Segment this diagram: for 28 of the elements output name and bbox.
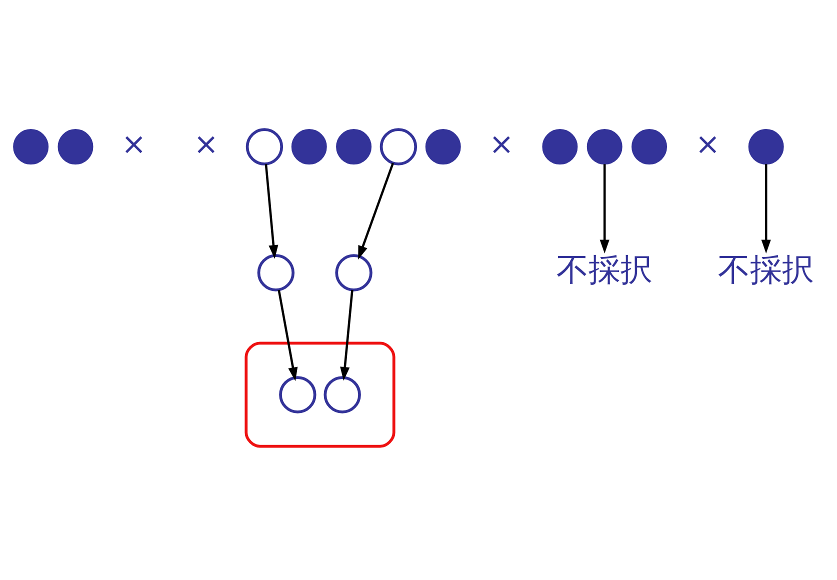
node-circle: [246, 128, 284, 165]
node-circle: [291, 128, 327, 164]
cluster: [244, 341, 396, 448]
node-circle: [748, 128, 784, 164]
arrow: [278, 289, 298, 381]
node-circle: [58, 128, 94, 164]
node-text: 不採択: [556, 250, 653, 288]
node-text: 不採択: [718, 250, 814, 288]
arrow: [358, 162, 394, 260]
label: ×: [194, 126, 219, 162]
node-circle: [380, 128, 418, 165]
node-circle: [336, 128, 372, 164]
label: ×: [489, 126, 514, 162]
arrow: [761, 164, 771, 253]
label: ×: [695, 126, 720, 162]
node-circle: [279, 376, 316, 413]
label: ×: [121, 126, 146, 162]
node-circle: [257, 254, 295, 291]
arrow: [264, 163, 278, 258]
arrow: [600, 164, 610, 253]
node-circle: [542, 128, 578, 164]
arrow: [340, 289, 354, 380]
node-circle: [425, 128, 461, 164]
node-circle: [586, 128, 622, 164]
node-circle: [335, 254, 372, 291]
node-circle: [324, 376, 361, 413]
node-circle: [632, 128, 668, 164]
node-circle: [13, 128, 49, 164]
